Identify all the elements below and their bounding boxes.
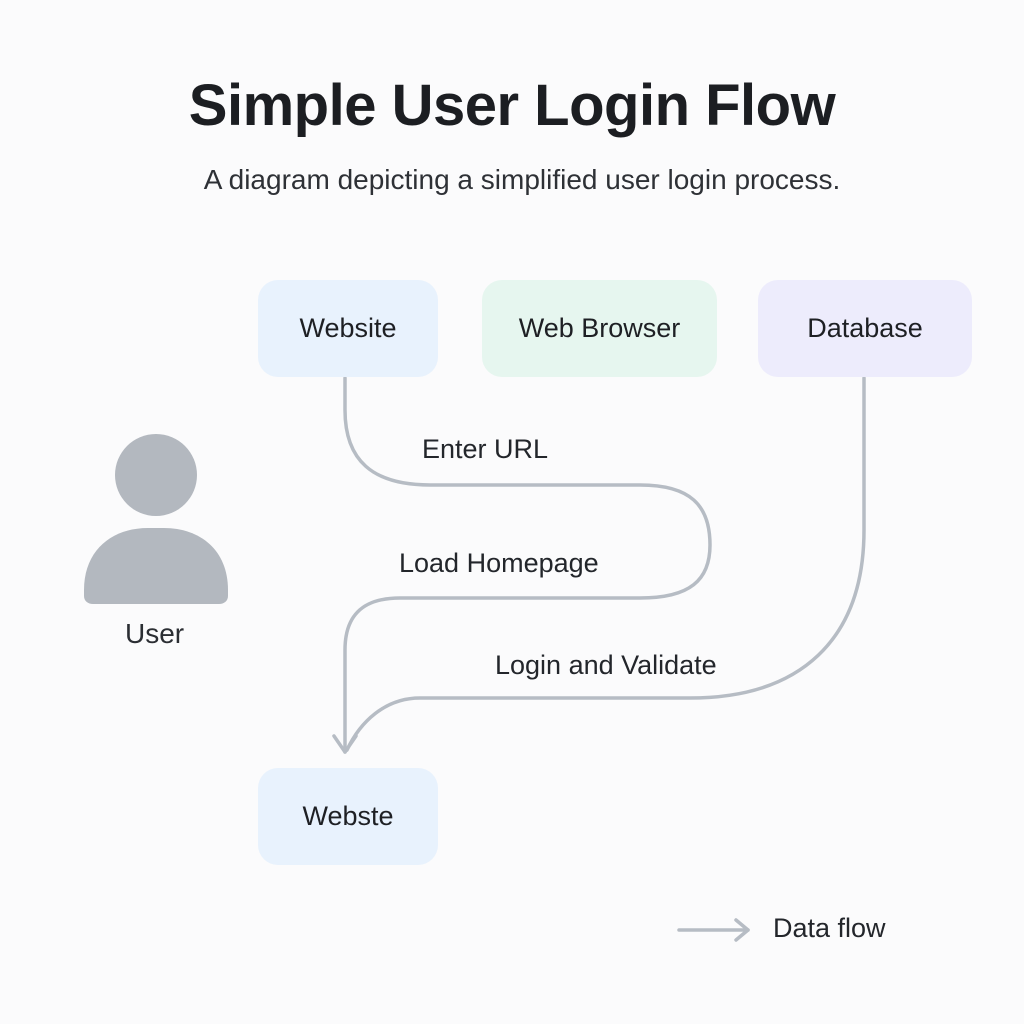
legend-arrow-icon [677, 918, 750, 942]
user-label: User [125, 618, 185, 649]
load-homepage-label: Load Homepage [399, 548, 599, 578]
enter-url-connector [343, 376, 712, 754]
login-validate-label: Login and Validate [495, 650, 717, 680]
arrowhead [332, 734, 358, 754]
diagram-subtitle: A diagram depicting a simplified user lo… [203, 164, 841, 195]
enter-url-label: Enter URL [422, 434, 549, 464]
web-browser-node-label: Web Browser [518, 313, 681, 343]
legend-label: Data flow [773, 913, 886, 943]
database-node-label: Database [807, 313, 923, 343]
webste-node: Webste [258, 768, 438, 865]
database-node: Database [758, 280, 972, 377]
webste-node-label: Webste [302, 801, 394, 831]
web-browser-node: Web Browser [482, 280, 717, 377]
website-node: Website [258, 280, 438, 377]
diagram-title: Simple User Login Flow [188, 73, 836, 138]
user-icon [84, 434, 228, 604]
website-node-label: Website [299, 313, 397, 343]
login-validate-connector [345, 376, 866, 752]
